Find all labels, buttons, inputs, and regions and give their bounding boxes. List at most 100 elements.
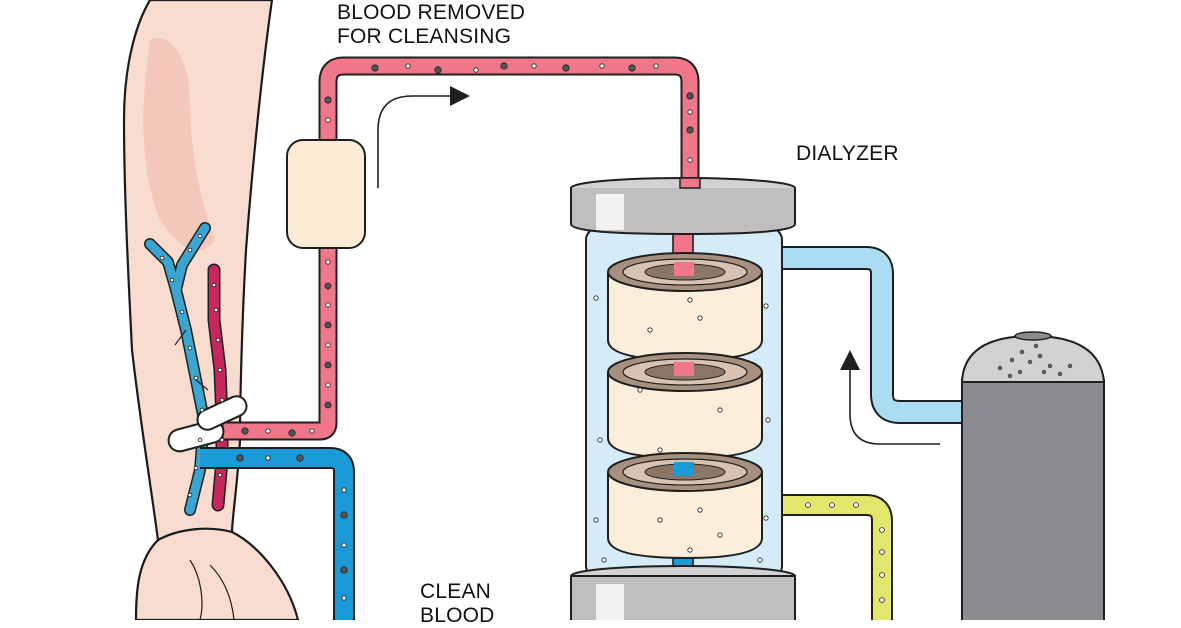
bubble: [1007, 373, 1013, 379]
needle-tape: [167, 395, 248, 453]
cylinder-3-core: [674, 462, 694, 476]
bubble: [296, 454, 304, 462]
bubble: [531, 63, 537, 69]
bubble: [597, 437, 603, 443]
flow-arrow-top: [377, 86, 470, 188]
bubble: [717, 532, 723, 538]
bubble: [219, 397, 225, 403]
arrow-head: [450, 86, 470, 106]
bubble: [637, 387, 643, 393]
bubble: [215, 337, 221, 343]
bubble: [325, 259, 331, 265]
bubble: [405, 63, 411, 69]
bubble: [341, 487, 347, 493]
bubble: [193, 375, 199, 381]
machine-dome: [960, 334, 1106, 383]
bubble: [324, 282, 332, 290]
bubble: [1067, 363, 1073, 369]
bubble: [1047, 363, 1053, 369]
bubble: [653, 63, 659, 69]
arrow-curve-2: [849, 368, 940, 445]
bubble: [1017, 369, 1023, 375]
bubble: [765, 417, 771, 423]
bubble: [628, 64, 636, 72]
blue-tube-fill: [200, 449, 353, 620]
bubble: [879, 572, 885, 578]
bubble: [1041, 369, 1047, 375]
dialysis-machine: [960, 331, 1106, 620]
flow-arrow-dialysate: [840, 350, 940, 445]
bubble: [601, 557, 607, 563]
hand-line: [189, 559, 203, 620]
bubble: [236, 454, 244, 462]
bubble: [341, 542, 347, 548]
label-blood-removed-line2: FOR CLEANSING: [337, 25, 512, 48]
bubble: [241, 427, 249, 435]
label-dialyzer: DIALYZER: [796, 142, 899, 165]
bubble: [473, 67, 479, 73]
top-cap-highlight: [596, 194, 624, 230]
machine-body: [961, 379, 1105, 620]
label-blood-removed: BLOOD REMOVED FOR CLEANSING: [337, 1, 525, 49]
bubble: [879, 527, 885, 533]
bubble: [997, 365, 1003, 371]
bubble: [169, 277, 175, 283]
bubble: [1033, 343, 1039, 349]
bubble: [324, 96, 332, 104]
bubble: [657, 447, 663, 453]
bubble: [1019, 349, 1025, 355]
bubble: [593, 517, 599, 523]
bubble: [687, 157, 693, 163]
bubble: [325, 382, 331, 388]
bubble: [697, 315, 703, 321]
bubble: [213, 307, 219, 313]
bubble: [324, 361, 332, 369]
bubble: [687, 109, 693, 115]
waste-tube-fill: [782, 496, 891, 620]
bubble: [879, 597, 885, 603]
bubble: [1027, 359, 1033, 365]
dialyzer: [570, 177, 966, 620]
bubble: [829, 502, 835, 508]
dialysate-tube-fill: [782, 248, 966, 422]
bubble: [324, 401, 332, 409]
bubble: [1057, 371, 1063, 377]
red-tube-fill: [224, 58, 698, 439]
bubble: [340, 566, 348, 574]
bubble: [197, 233, 203, 239]
bubble: [324, 321, 332, 329]
bubble: [187, 492, 193, 498]
arrow-head-2: [840, 350, 860, 370]
bubble: [562, 64, 570, 72]
bubble: [763, 303, 769, 309]
bubble: [265, 455, 271, 461]
bubble: [686, 92, 694, 100]
cylinder-1-core: [674, 262, 694, 276]
bubble: [593, 295, 599, 301]
bubble: [199, 407, 205, 413]
bubble: [193, 465, 199, 471]
bubble: [647, 327, 653, 333]
top-cap-tube: [679, 177, 701, 189]
label-clean-blood: CLEAN BLOOD: [420, 580, 495, 628]
bubble: [265, 428, 271, 434]
bubble: [288, 429, 296, 437]
bubble: [687, 547, 693, 553]
arm-shadow: [143, 38, 215, 251]
bubble: [1037, 353, 1043, 359]
bubble: [211, 282, 217, 288]
waste-tube-outline: [782, 494, 893, 620]
bubble: [717, 407, 723, 413]
bubble: [340, 511, 348, 519]
bubble: [179, 309, 185, 315]
bubble: [325, 342, 331, 348]
bubble: [697, 507, 703, 513]
bubble: [217, 367, 223, 373]
bottom-cap-highlight: [596, 584, 624, 620]
bubble: [325, 117, 331, 123]
bubble: [763, 515, 769, 521]
bubble: [687, 297, 693, 303]
blue-tube-venous: [200, 447, 355, 620]
